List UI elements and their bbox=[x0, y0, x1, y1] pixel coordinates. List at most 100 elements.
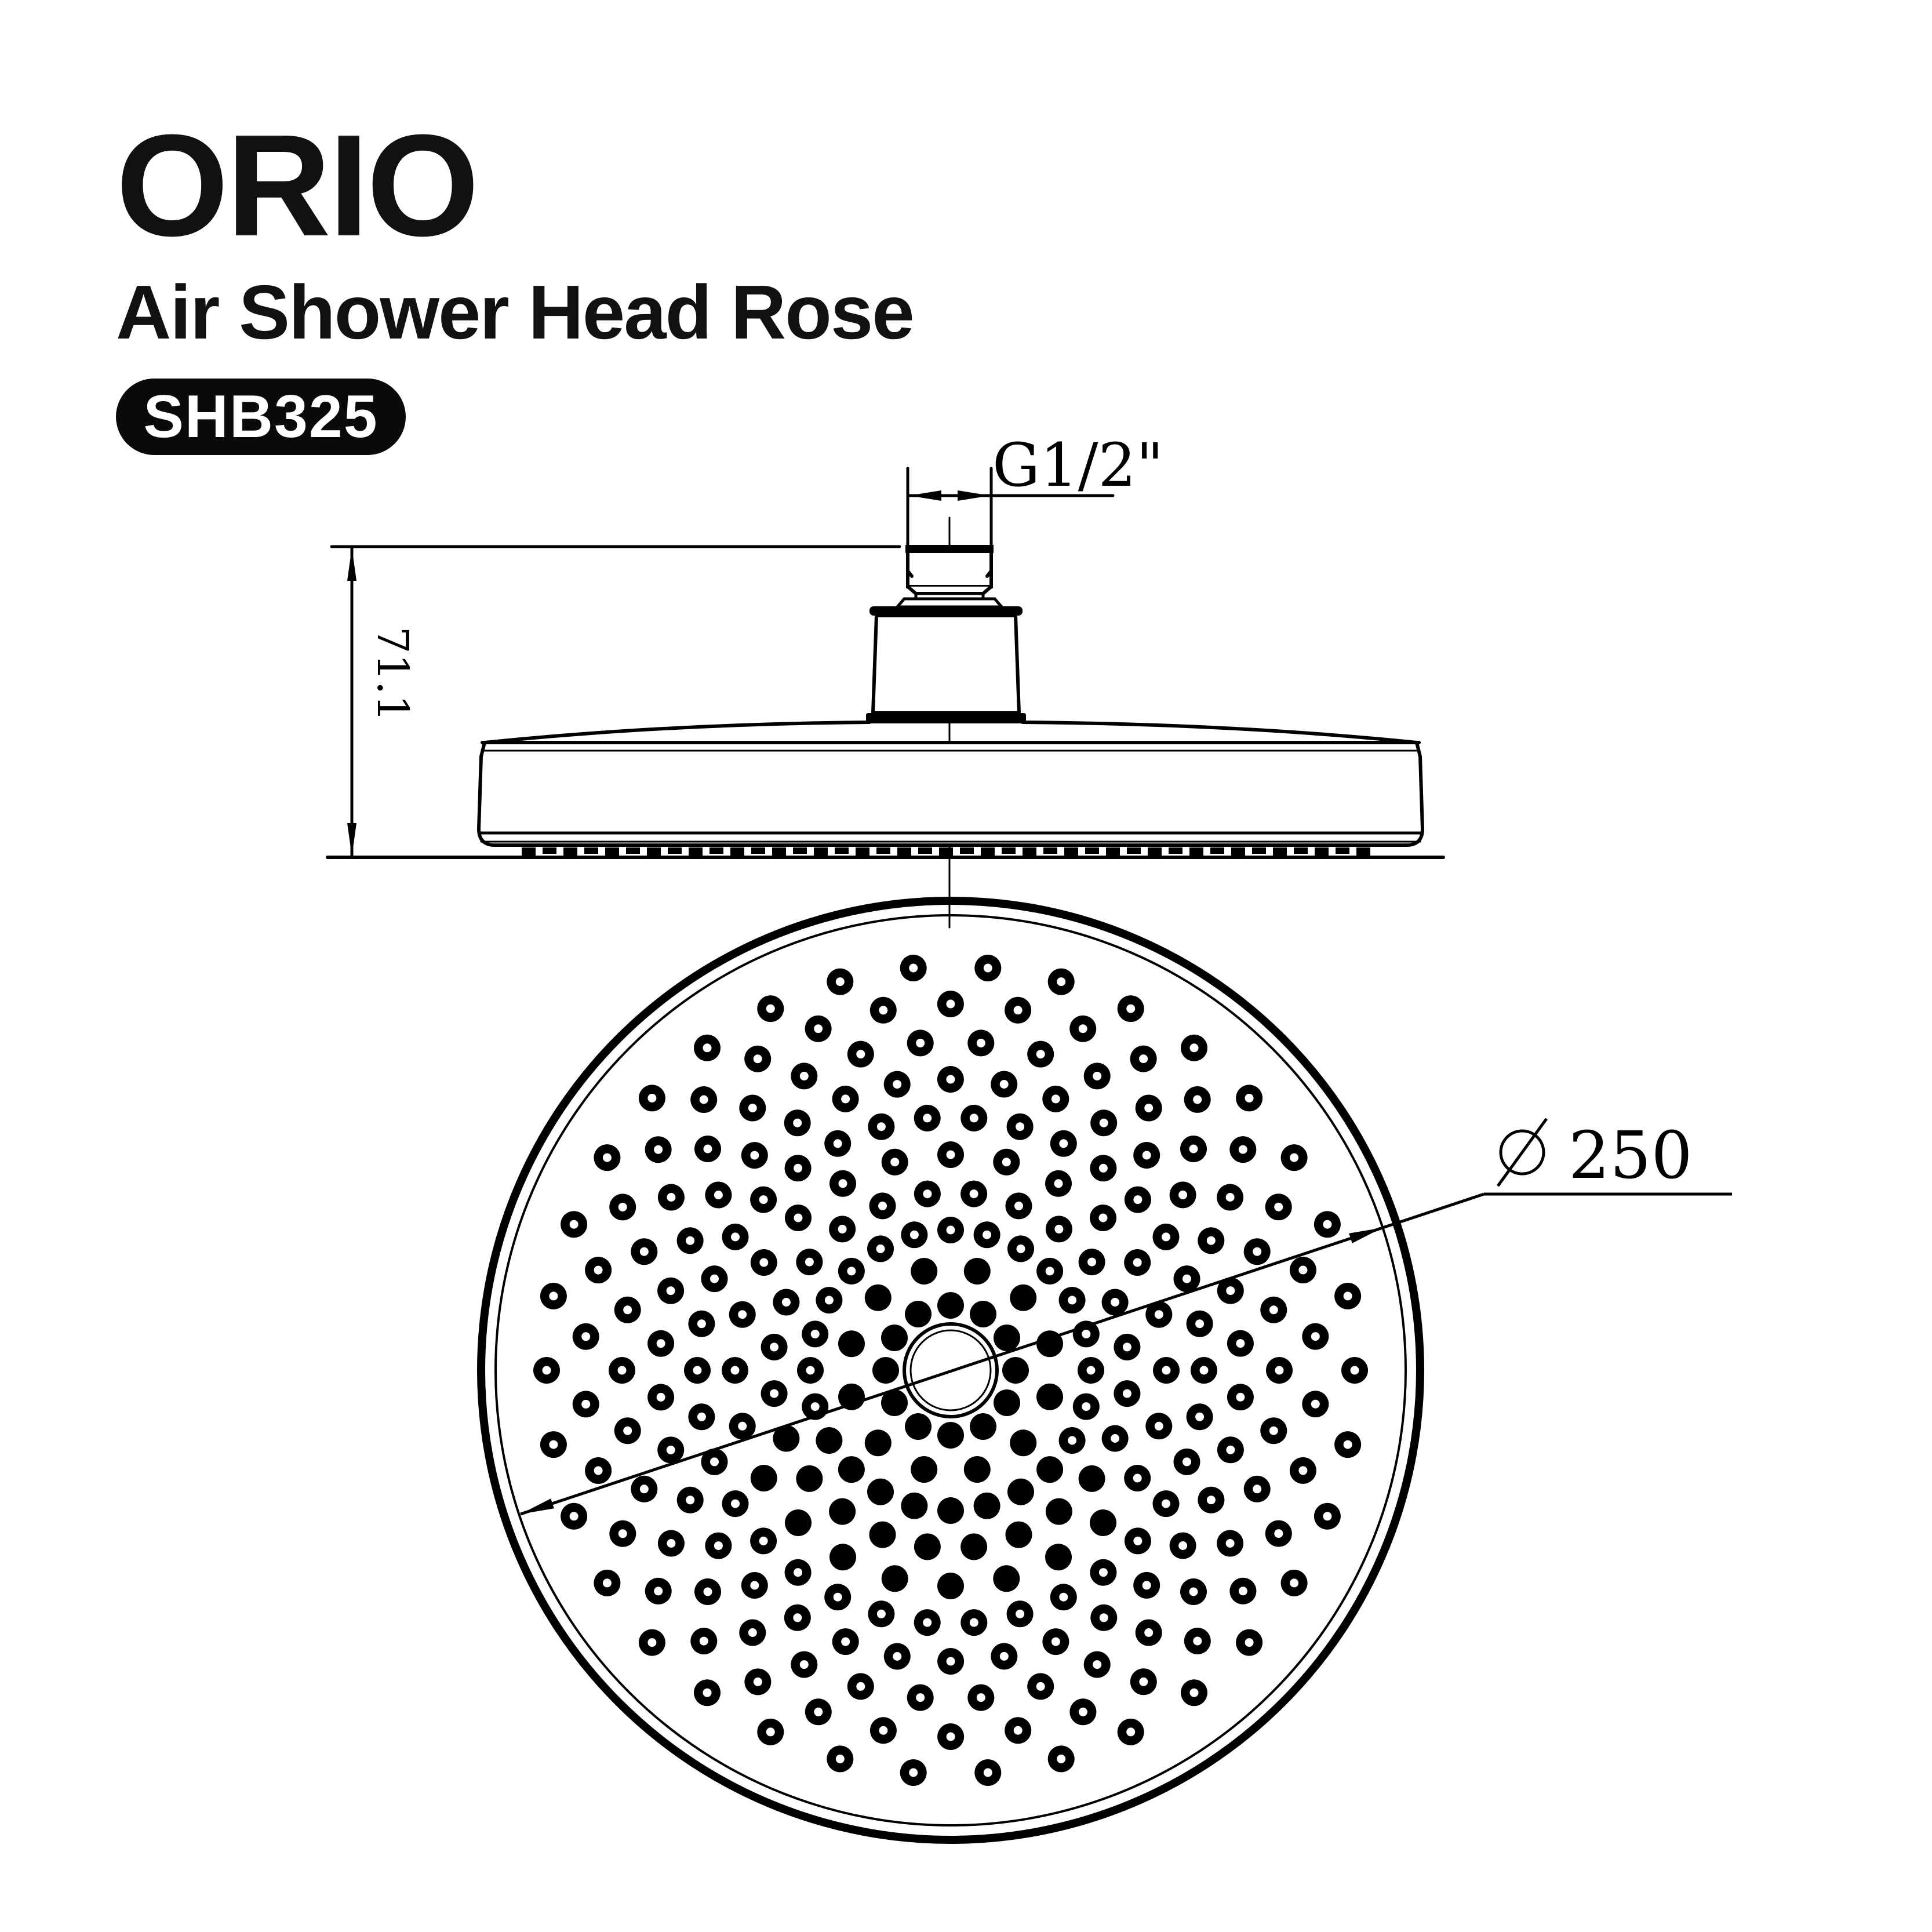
nozzle-dot bbox=[838, 1330, 865, 1358]
nozzle-dot bbox=[869, 1521, 896, 1548]
nozzle-dot-pattern bbox=[533, 955, 1368, 1786]
nozzle-dot-pinhole bbox=[1099, 1118, 1108, 1127]
nozzle-dot bbox=[963, 1456, 991, 1483]
nozzle-tooth bbox=[1043, 847, 1057, 854]
diameter-dimension-label: 250 bbox=[1569, 1118, 1693, 1194]
nozzle-dot-pinhole bbox=[1014, 1201, 1023, 1210]
nozzle-dot-pinhole bbox=[1298, 1265, 1308, 1275]
nozzle-dot-pinhole bbox=[770, 1389, 779, 1398]
nozzle-dot-pinhole bbox=[976, 1038, 985, 1047]
nozzle-dot-pinhole bbox=[1162, 1499, 1170, 1508]
title-block: ORIO Air Shower Head Rose SHB325 bbox=[116, 113, 915, 455]
nozzle-dot-pinhole bbox=[647, 1638, 657, 1647]
nozzle-dot-pinhole bbox=[1269, 1426, 1278, 1435]
nozzle-dot-pinhole bbox=[793, 1118, 802, 1127]
nozzle-dot-pinhole bbox=[703, 1688, 712, 1697]
nozzle-dot bbox=[864, 1429, 892, 1457]
nozzle-dot-pinhole bbox=[602, 1578, 612, 1588]
nozzle-dot bbox=[973, 1492, 1000, 1519]
height-dimension: 71.1 bbox=[326, 545, 1445, 859]
nozzle-dot-pinhole bbox=[1016, 1122, 1025, 1131]
nozzle-dot-pinhole bbox=[697, 1319, 706, 1329]
nozzle-dot-pinhole bbox=[1195, 1319, 1205, 1329]
nozzle-dot-pinhole bbox=[1154, 1421, 1163, 1431]
nozzle-dot-pinhole bbox=[814, 1024, 823, 1034]
nozzle-dot-pinhole bbox=[909, 963, 918, 973]
nozzle-dot-pinhole bbox=[1199, 1366, 1209, 1375]
nozzle-dot-pinhole bbox=[1099, 1613, 1108, 1622]
nozzle-dot-pinhole bbox=[753, 1677, 762, 1686]
nozzle-dot-pinhole bbox=[799, 1071, 809, 1080]
nozzle-dot-pinhole bbox=[703, 1587, 712, 1596]
nozzle-dot-pinhole bbox=[1226, 1445, 1235, 1454]
nozzle-dot bbox=[1090, 1509, 1116, 1536]
nozzle-dot-pinhole bbox=[799, 1660, 809, 1669]
nozzle-tooth bbox=[1294, 847, 1308, 854]
nozzle-dot-pinhole bbox=[1225, 1539, 1235, 1548]
nozzle-dot-pinhole bbox=[1226, 1286, 1235, 1296]
nozzle-dot-pinhole bbox=[794, 1568, 803, 1577]
nozzle-dot-pinhole bbox=[909, 1768, 918, 1777]
nozzle-dot-pinhole bbox=[806, 1366, 815, 1375]
nozzle-tooth bbox=[1336, 847, 1349, 854]
nozzle-dot bbox=[881, 1325, 908, 1351]
nozzle-dot-pinhole bbox=[1086, 1366, 1096, 1375]
nozzle-dot-pinhole bbox=[549, 1291, 558, 1301]
arrowhead-right-icon bbox=[958, 490, 990, 501]
nozzle-dot-pinhole bbox=[1013, 1726, 1023, 1735]
nozzle-dot bbox=[864, 1284, 892, 1311]
nozzle-dot-pinhole bbox=[1343, 1440, 1352, 1449]
nozzle-dot-pinhole bbox=[1206, 1236, 1216, 1245]
nozzle-tooth bbox=[626, 847, 640, 854]
arrowhead-left-icon bbox=[909, 490, 941, 501]
nozzle-dot-pinhole bbox=[1133, 1258, 1142, 1267]
nozzle-dot bbox=[773, 1425, 800, 1452]
nozzle-dot-pinhole bbox=[999, 1080, 1009, 1089]
nozzle-dot-pinhole bbox=[617, 1366, 627, 1375]
nozzle-dot-pinhole bbox=[1323, 1220, 1332, 1229]
nozzle-dot-pinhole bbox=[1290, 1578, 1299, 1588]
nozzle-dot-pinhole bbox=[770, 1342, 779, 1352]
nozzle-dot-pinhole bbox=[810, 1402, 820, 1411]
nozzle-tooth bbox=[835, 847, 849, 854]
diameter-symbol-icon bbox=[1496, 1118, 1548, 1187]
nozzle-dot-pinhole bbox=[602, 1153, 612, 1162]
nozzle-dot-pinhole bbox=[581, 1399, 591, 1409]
nozzle-dot-pinhole bbox=[969, 1114, 978, 1123]
nozzle-tooth bbox=[1064, 847, 1078, 857]
nozzle-dot bbox=[829, 1544, 856, 1571]
nozzle-dot-pinhole bbox=[909, 1230, 919, 1239]
nozzle-dot-pinhole bbox=[1016, 1609, 1025, 1618]
nozzle-dot bbox=[937, 1422, 964, 1449]
nozzle-dot-pinhole bbox=[618, 1202, 627, 1211]
nozzle-dot bbox=[937, 1292, 964, 1319]
nozzle-dot-pinhole bbox=[893, 1652, 902, 1661]
nozzle-dot-pinhole bbox=[731, 1499, 740, 1508]
nozzle-dot-pinhole bbox=[1350, 1366, 1359, 1375]
height-dimension-label: 71.1 bbox=[368, 627, 417, 722]
nozzle-tooth bbox=[543, 847, 556, 854]
nozzle-dot-pinhole bbox=[1189, 1688, 1199, 1697]
nozzle-dot-pinhole bbox=[710, 1274, 719, 1283]
nozzle-dot bbox=[785, 1509, 812, 1536]
face-inner-circle bbox=[494, 914, 1407, 1827]
nozzle-dot bbox=[1002, 1357, 1029, 1384]
nozzle-tooth bbox=[1023, 847, 1036, 857]
nozzle-dot-pinhole bbox=[1178, 1541, 1188, 1550]
nozzle-dot-pinhole bbox=[893, 1080, 902, 1089]
nozzle-dot bbox=[796, 1465, 823, 1492]
nozzle-dot-pinhole bbox=[654, 1587, 663, 1596]
nozzle-dot bbox=[905, 1413, 932, 1440]
nozzle-dot bbox=[838, 1383, 865, 1410]
nozzle-dot-pinhole bbox=[1343, 1291, 1352, 1301]
nozzle-dot-pinhole bbox=[1059, 1139, 1068, 1148]
nozzle-dot-pinhole bbox=[639, 1485, 649, 1494]
nozzle-dot-pinhole bbox=[686, 1496, 695, 1505]
nozzle-dot-pinhole bbox=[1139, 1054, 1148, 1064]
nozzle-dot-pinhole bbox=[923, 1114, 932, 1123]
product-name: Air Shower Head Rose bbox=[116, 270, 915, 355]
nozzle-dot-pinhole bbox=[876, 1609, 886, 1618]
nozzle-dot-pinhole bbox=[805, 1257, 814, 1267]
nozzle-dot-pinhole bbox=[876, 1244, 885, 1253]
